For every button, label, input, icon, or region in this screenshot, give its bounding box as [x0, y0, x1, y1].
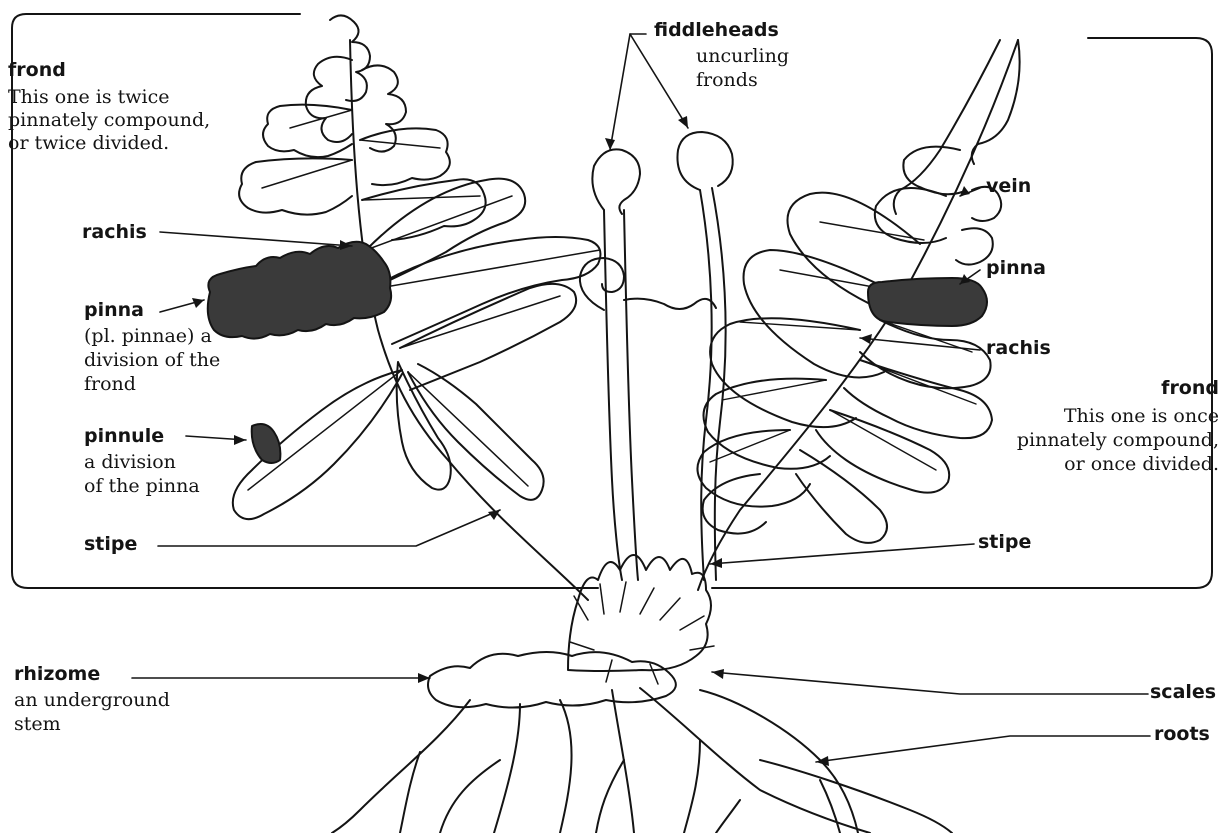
scales-term: scales [1150, 682, 1216, 703]
pinnule-term: pinnule [84, 426, 164, 447]
scale-strokes [570, 582, 714, 684]
stipe-left-term: stipe [84, 534, 137, 555]
scales-cluster [568, 555, 711, 671]
left-frond-term: frond [8, 60, 66, 81]
arrowheads [192, 116, 970, 766]
fiddleheads-term: fiddleheads [654, 20, 779, 41]
fiddlehead-middle-coil [580, 258, 624, 310]
pinna-left-desc-line2: division of the [84, 350, 220, 371]
right-frond-term: frond [1161, 378, 1219, 399]
pinna-left-desc-line1: (pl. pinnae) a [84, 326, 212, 347]
leader-stipe-left [158, 510, 500, 546]
pinna-right-term: pinna [986, 258, 1046, 279]
fiddlehead-right-crozier [677, 132, 732, 190]
leader-rachis-right [860, 338, 980, 350]
stipe-right-term: stipe [978, 532, 1031, 553]
leader-fiddleheads-right [630, 34, 688, 128]
fiddlehead-left-crozier [592, 149, 640, 214]
rhizome-body [428, 652, 676, 708]
pinna-left-term: pinna [84, 300, 144, 321]
right-frond-desc-line1: This one is once [1064, 406, 1219, 427]
left-frond-desc-line3: or twice divided. [8, 133, 169, 154]
rhizome-desc-line2: stem [14, 714, 61, 735]
fiddleheads-desc-line2: fronds [696, 70, 758, 91]
vein-term: vein [986, 176, 1031, 197]
leader-stipe-right [710, 544, 974, 564]
rachis-left-term: rachis [82, 222, 147, 243]
leader-scales [712, 672, 1148, 694]
leader-rachis-left [160, 232, 352, 246]
left-frond-desc-line1: This one is twice [8, 87, 169, 108]
leader-roots [816, 736, 1150, 762]
right-dark-pinna [868, 278, 987, 326]
left-dark-pinna [208, 242, 391, 339]
pinnule-dark-lobe [252, 424, 281, 463]
rhizome-desc-line1: an underground [14, 690, 170, 711]
roots-term: roots [1154, 724, 1210, 745]
right-frond-desc-line3: or once divided. [1064, 454, 1219, 475]
roots [332, 688, 952, 833]
left-frond-desc-line2: pinnately compound, [8, 110, 210, 131]
pinna-left-desc-line3: frond [84, 374, 136, 395]
rhizome-term: rhizome [14, 664, 100, 685]
pinnule-desc-line2: of the pinna [84, 476, 200, 497]
rachis-right-term: rachis [986, 338, 1051, 359]
pinnule-desc-line1: a division [84, 452, 176, 473]
right-frond-desc-line2: pinnately compound, [1017, 430, 1219, 451]
leader-lines [132, 34, 1150, 762]
fiddleheads-desc-line1: uncurling [696, 46, 789, 67]
